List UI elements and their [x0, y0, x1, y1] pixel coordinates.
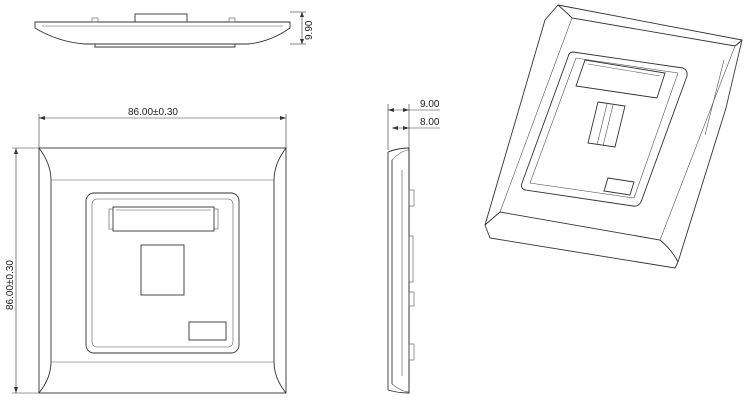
dim-width: 86.00±0.30 [128, 107, 178, 118]
dim-side-plate-depth: 8.00 [420, 117, 440, 128]
dim-height: 86.00±0.30 [5, 260, 16, 310]
front-view: 86.00±0.30 86.00±0.30 [5, 107, 287, 394]
side-view: 9.00 8.00 [387, 99, 440, 394]
isometric-view [484, 4, 743, 269]
dim-top-thickness: 9.90 [304, 20, 315, 40]
top-view: 9.90 [34, 11, 315, 48]
dim-side-total-depth: 9.00 [420, 99, 440, 110]
